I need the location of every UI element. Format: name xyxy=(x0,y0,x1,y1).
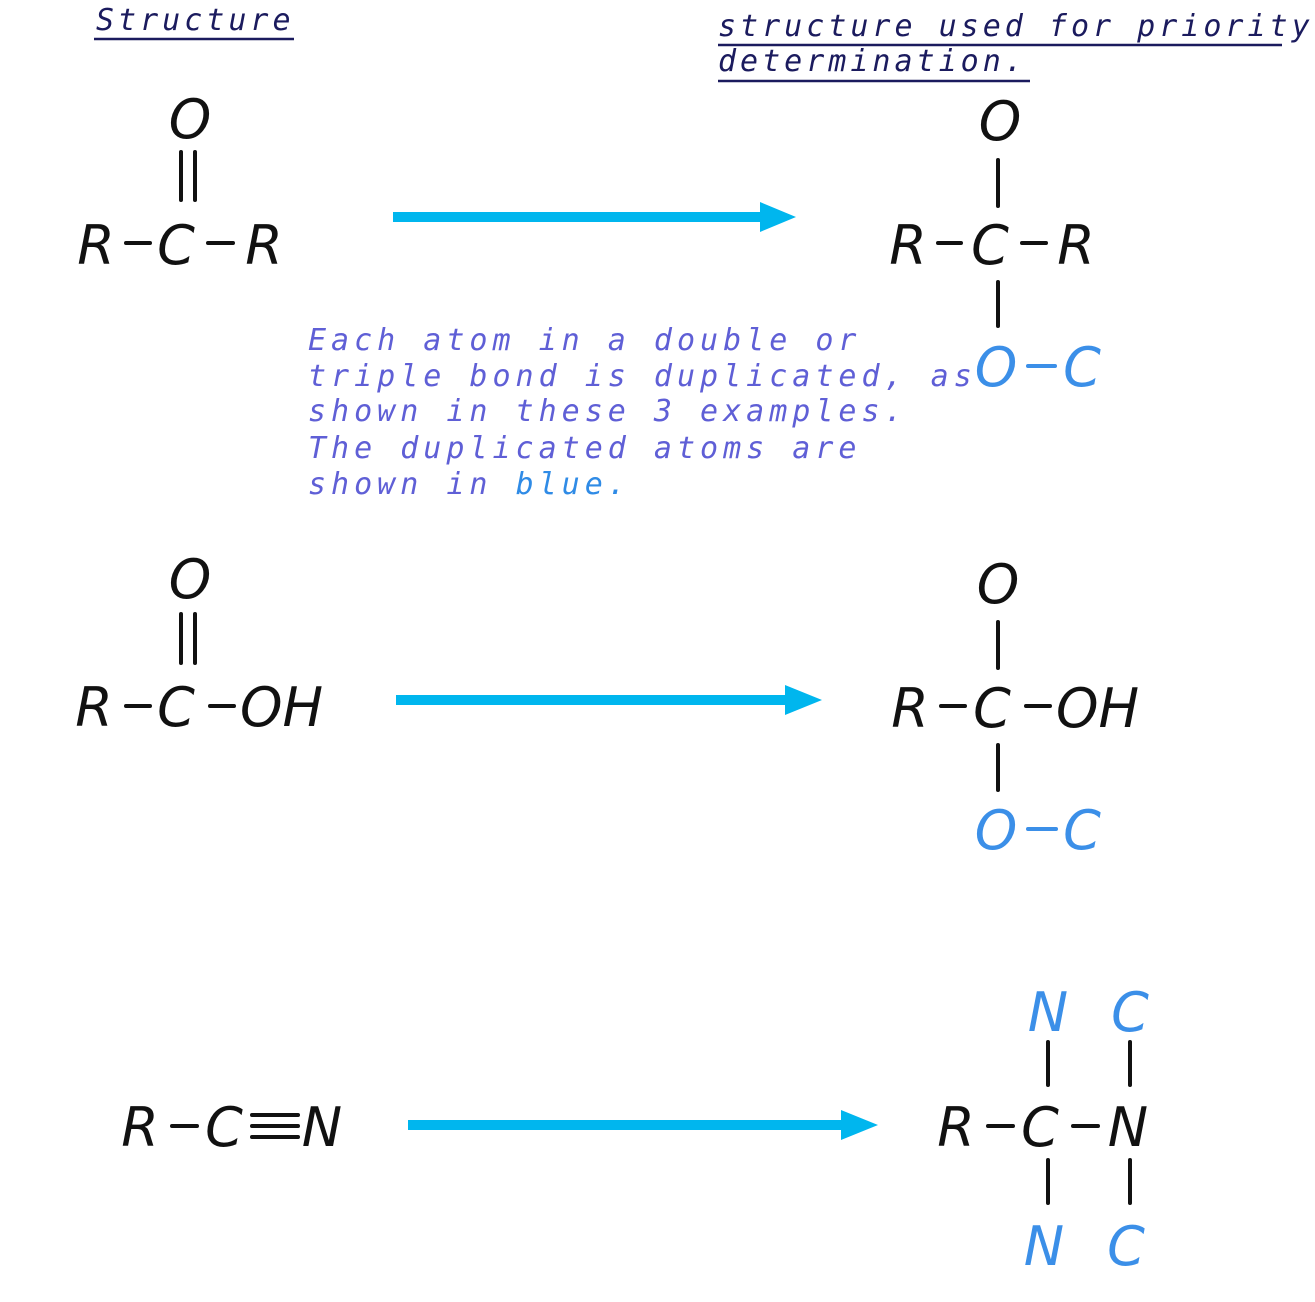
header-structure: Structure xyxy=(96,3,295,38)
ketone-p-carbon: C xyxy=(971,214,1009,277)
nitrile-structure: R C N xyxy=(121,1096,342,1159)
acid-p-r-left: R xyxy=(891,677,929,740)
arrow-1 xyxy=(393,202,796,232)
note-line-1: Each atom in a double or xyxy=(308,323,861,358)
ketone-priority-structure: O R C R O C xyxy=(889,90,1101,399)
arrow-2 xyxy=(396,685,822,715)
nitrile-carbon: C xyxy=(205,1096,243,1159)
nitrile-dup-nitrogen-bottom: N xyxy=(1024,1215,1064,1278)
header-priority-line2: determination. xyxy=(718,44,1027,79)
note-blue-word: blue. xyxy=(516,467,631,502)
ketone-dup-carbon: C xyxy=(1063,336,1101,399)
note-line-5: shown in blue. xyxy=(308,467,631,502)
nitrile-dup-nitrogen-top: N xyxy=(1028,981,1068,1044)
nitrile-dup-carbon-top: C xyxy=(1111,981,1149,1044)
acid-carbon: C xyxy=(157,676,195,739)
nitrile-p-r: R xyxy=(937,1096,975,1159)
nitrile-nitrogen: N xyxy=(302,1096,342,1159)
explanatory-note: Each atom in a double or triple bond is … xyxy=(308,323,977,502)
ketone-r-left: R xyxy=(77,214,115,277)
arrow-1-head xyxy=(760,202,796,232)
ketone-carbon: C xyxy=(157,214,195,277)
acid-dup-oxygen: O xyxy=(975,799,1018,862)
acid-r-left: R xyxy=(75,676,113,739)
nitrile-p-nitrogen: N xyxy=(1108,1096,1148,1159)
arrow-3 xyxy=(408,1110,878,1140)
nitrile-dup-carbon-bottom: C xyxy=(1107,1215,1145,1278)
ketone-oxygen: O xyxy=(169,88,212,151)
arrow-3-head xyxy=(841,1110,878,1140)
ketone-p-r-right: R xyxy=(1057,214,1095,277)
acid-p-carbon: C xyxy=(973,677,1011,740)
ketone-p-oxygen: O xyxy=(979,90,1022,153)
nitrile-p-carbon: C xyxy=(1021,1096,1059,1159)
arrow-2-head xyxy=(785,685,822,715)
nitrile-r: R xyxy=(121,1096,159,1159)
nitrile-priority-structure: N C R C N N C xyxy=(937,981,1149,1278)
acid-hydroxyl: OH xyxy=(240,676,323,739)
ketone-structure: O R C R xyxy=(77,88,283,277)
acid-structure: O R C OH xyxy=(75,548,323,739)
acid-priority-structure: O R C OH O C xyxy=(891,553,1139,862)
ketone-p-r-left: R xyxy=(889,214,927,277)
ketone-dup-oxygen: O xyxy=(975,336,1018,399)
note-line-3: shown in these 3 examples. xyxy=(308,394,908,429)
header-priority-line1: structure used for priority xyxy=(718,9,1314,44)
note-line-4: The duplicated atoms are xyxy=(308,431,861,466)
note-line-2: triple bond is duplicated, as xyxy=(308,359,977,394)
acid-p-oxygen: O xyxy=(977,553,1020,616)
note-line-5-prefix: shown in xyxy=(308,467,516,502)
acid-p-hydroxyl: OH xyxy=(1056,677,1139,740)
acid-dup-carbon: C xyxy=(1063,799,1101,862)
acid-oxygen: O xyxy=(169,548,212,611)
ketone-r-right: R xyxy=(245,214,283,277)
